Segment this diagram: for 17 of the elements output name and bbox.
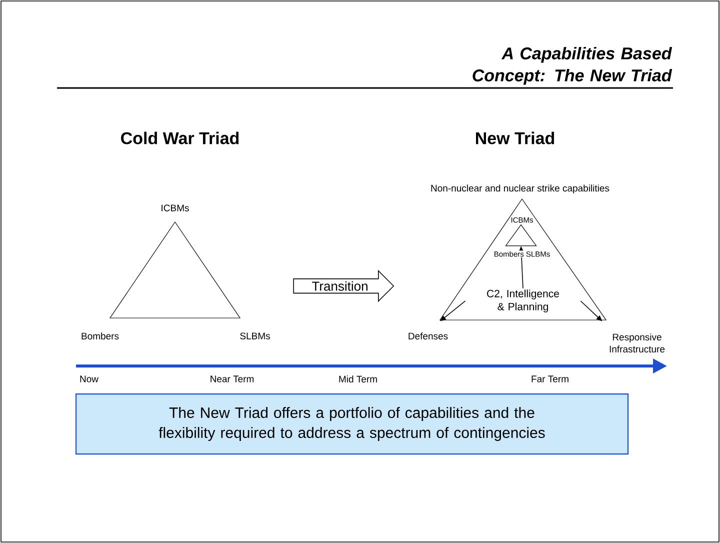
vertex-label: SLBMs — [240, 332, 270, 340]
timeline-label: Now — [80, 376, 99, 382]
triangle — [505, 224, 537, 246]
vertex-label: ICBMs — [162, 204, 189, 212]
arrow — [440, 300, 466, 322]
caption: Non-nuclear and nuclear strike capabilities — [431, 184, 610, 194]
vertex-label: Bombers — [82, 332, 119, 340]
heading: New Triad — [476, 132, 554, 144]
summary-box: The New Triad offers a portfolio of capabilities and the flexibility required to address a spectrum of contingencies — [75, 393, 629, 455]
timeline-label: Mid Term — [339, 376, 377, 382]
text-label: C2, Intelligence & Planning — [487, 290, 559, 312]
heading: Cold War Triad — [121, 132, 239, 144]
timeline-label: Near Term — [210, 376, 254, 382]
title: A Capabilities Based Concept: The New Triad — [472, 46, 672, 85]
vertex-label: Responsive Infrastructure — [610, 334, 665, 352]
timeline-label: Far Term — [532, 376, 568, 382]
vertex-label: Defenses — [408, 332, 448, 340]
